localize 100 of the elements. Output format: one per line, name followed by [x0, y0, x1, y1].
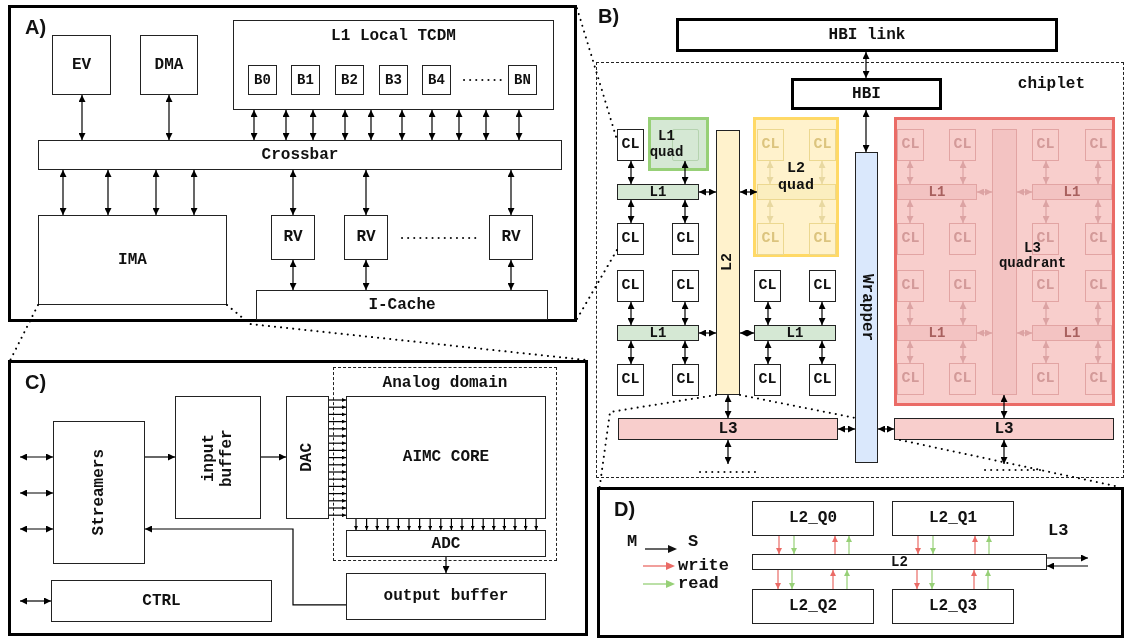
arrow — [282, 109, 290, 141]
arrow — [906, 160, 914, 185]
faded-cluster-box — [1032, 270, 1059, 302]
block-label: Analog domain — [382, 374, 508, 393]
arrow — [915, 535, 921, 555]
arrow — [104, 169, 112, 216]
block-box — [38, 215, 227, 305]
block-box — [175, 396, 261, 519]
arrow — [289, 169, 297, 216]
memory-bank-box — [335, 65, 364, 95]
arrow — [739, 329, 755, 337]
arrow — [818, 199, 826, 224]
block-label: B0 — [254, 71, 271, 89]
arrow — [515, 109, 523, 141]
block-label: IMA — [118, 250, 147, 270]
arrow — [1094, 199, 1102, 224]
arrow — [1094, 160, 1102, 185]
block-label: HBI link — [828, 25, 906, 45]
arrow — [328, 470, 347, 474]
block-label: L2_Q0 — [789, 509, 837, 528]
cluster-box — [754, 364, 781, 396]
bus-bar — [754, 325, 836, 341]
block-label: L1 — [928, 326, 946, 340]
arrow — [367, 109, 375, 141]
arrow — [724, 394, 732, 419]
cluster-box — [809, 270, 836, 302]
block-label: CL — [621, 136, 640, 154]
legend-label: read — [678, 575, 719, 592]
dotted-zoom-line — [576, 7, 618, 141]
block-box — [752, 589, 874, 624]
arrow — [398, 109, 406, 141]
bus-bar — [618, 418, 838, 440]
block-label: CL — [813, 371, 832, 389]
arrow — [396, 518, 401, 531]
arrow — [929, 569, 935, 590]
arrow — [627, 340, 635, 365]
faded-cluster-box — [1085, 223, 1112, 255]
arrow — [481, 518, 486, 531]
arrow — [19, 525, 54, 533]
block-label: B3 — [385, 71, 402, 89]
block-label: B2 — [341, 71, 358, 89]
arrow — [764, 340, 772, 365]
arrow — [328, 419, 347, 424]
faded-cluster-box — [757, 129, 784, 161]
arrow — [328, 491, 347, 496]
block-label: DMA — [154, 55, 184, 75]
block-box — [346, 396, 546, 519]
block-label: B1 — [297, 71, 314, 89]
block-box — [791, 78, 942, 110]
arrow — [791, 535, 797, 555]
block-label: RV — [283, 228, 303, 247]
highlight-region — [753, 117, 839, 257]
panel-label: B) — [598, 6, 620, 26]
block-label: L2 — [719, 253, 737, 272]
block-label: CL — [813, 230, 832, 248]
arrow — [862, 51, 870, 79]
arrow — [289, 259, 297, 291]
faded-cluster-box — [809, 129, 836, 161]
signal-label: L3 — [1048, 522, 1069, 539]
faded-cluster-box — [897, 129, 924, 161]
highlight-region — [894, 117, 1115, 406]
arrow — [502, 518, 507, 531]
arrow — [328, 448, 347, 453]
faded-cluster-box — [897, 223, 924, 255]
block-label: chiplet — [1017, 75, 1085, 94]
arrow — [328, 455, 347, 460]
arrow — [328, 398, 347, 402]
block-label: CL — [758, 371, 777, 389]
block-label: Streamers — [89, 449, 109, 536]
block-label: CL — [676, 230, 695, 248]
cluster-box — [672, 270, 699, 302]
block-label: CL — [621, 230, 640, 248]
dotted-zoom-line — [9, 304, 39, 361]
highlight-region — [648, 117, 709, 171]
arrow — [830, 569, 836, 590]
faded-cluster-box — [1085, 363, 1112, 395]
arrow — [460, 518, 464, 531]
block-label: L2_Q1 — [929, 509, 977, 528]
legend-label: write — [678, 557, 729, 574]
arrow — [985, 569, 991, 590]
arrow — [328, 477, 347, 482]
faded-bus-bar — [897, 184, 977, 200]
arrow — [1042, 160, 1050, 185]
arrow — [449, 518, 454, 531]
arrow — [959, 160, 967, 185]
block-label: L1 Local TCDM — [331, 27, 456, 46]
arrow — [1000, 439, 1008, 465]
arrow — [832, 535, 838, 555]
arrow — [627, 160, 635, 185]
block-label: AIMC CORE — [402, 448, 490, 467]
faded-bus-bar — [897, 325, 977, 341]
arrow — [513, 518, 517, 531]
arrow — [59, 169, 67, 216]
block-label: L1 — [1063, 326, 1081, 340]
memory-bank-box — [291, 65, 320, 95]
block-label: output buffer — [383, 587, 509, 606]
bus-bar — [617, 184, 699, 200]
block-label: L2_Q3 — [929, 597, 977, 616]
block-box — [344, 215, 388, 260]
memory-bank-box — [422, 65, 451, 95]
